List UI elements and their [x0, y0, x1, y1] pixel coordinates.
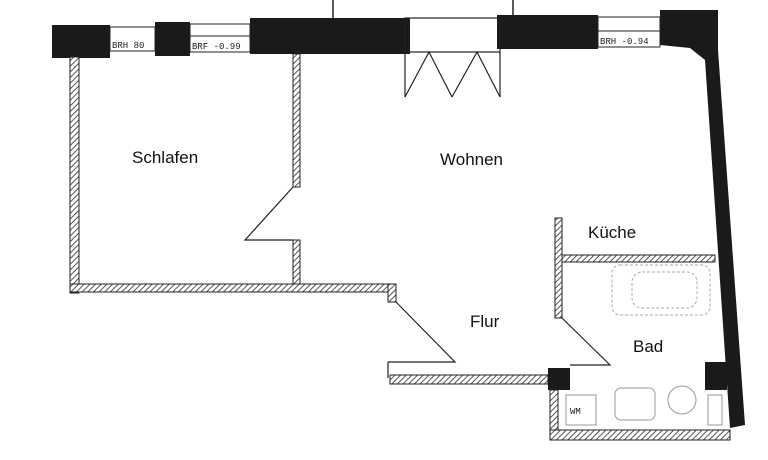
room-label-bad: Bad — [633, 337, 664, 356]
room-label-kueche: Küche — [588, 223, 637, 242]
window-label-3: BRH -0.94 — [600, 37, 649, 47]
window-label-2: BRF -0.99 — [192, 42, 241, 52]
wall-column — [548, 368, 570, 390]
sink-toilet — [565, 385, 723, 426]
washer-label: WM — [570, 407, 581, 417]
wall-column — [705, 362, 727, 390]
window — [109, 16, 661, 53]
room-label-wohnen: Wohnen — [440, 150, 504, 169]
window-label-1: BRH 80 — [112, 41, 144, 51]
exterior-wall-top — [52, 10, 745, 428]
room-label-flur: Flur — [470, 312, 500, 331]
bathtub — [611, 264, 711, 316]
interior-walls — [69, 53, 731, 441]
door-swing — [243, 186, 612, 378]
balcony-door — [404, 17, 501, 98]
room-label-schlafen: Schlafen — [132, 148, 199, 167]
